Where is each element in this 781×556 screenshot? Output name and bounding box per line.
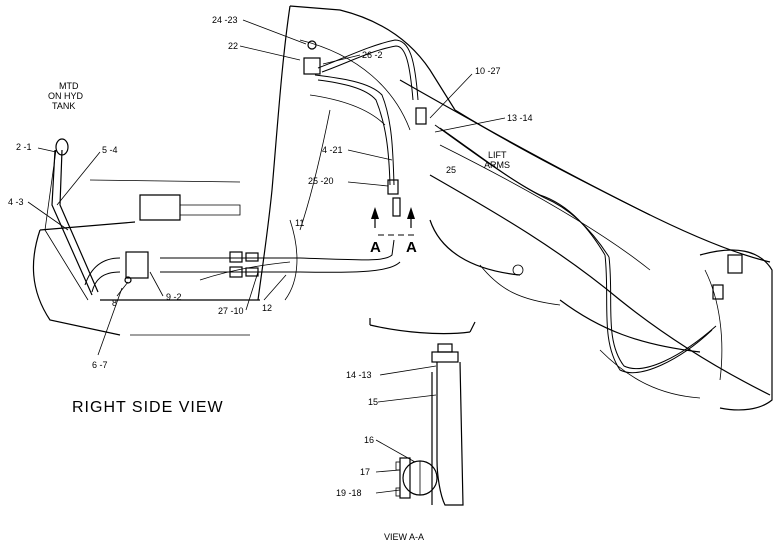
leader-lines xyxy=(27,19,506,494)
callout-17: 17 xyxy=(360,467,370,477)
note-mtd-line3: TANK xyxy=(52,101,75,111)
section-letter-left: A xyxy=(370,239,381,256)
left-valve-block xyxy=(125,251,149,279)
bucket-adapter xyxy=(712,284,724,300)
tank-fitting xyxy=(55,138,69,156)
upper-coupler xyxy=(229,251,243,263)
upper-nut xyxy=(245,252,259,262)
callout-19-18: 19 -18 xyxy=(336,488,362,498)
callout-12: 12 xyxy=(262,303,272,313)
callout-22: 22 xyxy=(228,41,238,51)
callout-2-1: 2 -1 xyxy=(16,142,32,152)
tee-fitting xyxy=(387,179,399,195)
callout-6-7: 6 -7 xyxy=(92,360,108,370)
callout-4-3: 4 -3 xyxy=(8,197,24,207)
tee-adapter xyxy=(392,197,401,217)
callout-16: 16 xyxy=(364,435,374,445)
section-arrow-right xyxy=(407,207,415,219)
note-mtd-line2: ON HYD xyxy=(48,91,84,101)
callout-25: 25 xyxy=(446,165,456,175)
bucket-fitting xyxy=(727,254,743,274)
callout-24-23: 24 -23 xyxy=(212,15,238,25)
top-clamp-fitting xyxy=(307,40,317,50)
note-lift-arms-line1: LIFT xyxy=(488,150,507,160)
machine-outline xyxy=(32,5,773,411)
callout-11: 11 xyxy=(295,218,304,228)
section-marker: A A xyxy=(370,207,417,256)
lift-arm-fitting xyxy=(415,107,427,125)
callout-8: 8 xyxy=(112,298,117,308)
callout-13-14: 13 -14 xyxy=(507,113,533,123)
hydraulic-hoses xyxy=(44,39,717,374)
view-title: RIGHT SIDE VIEW xyxy=(72,399,224,416)
callout-9-2: 9 -2 xyxy=(166,292,182,302)
section-letter-right: A xyxy=(406,239,417,256)
note-lift-arms-line2: ARMS xyxy=(484,160,510,170)
callout-14-13: 14 -13 xyxy=(346,370,372,380)
fittings xyxy=(55,40,743,300)
callout-27-10: 27 -10 xyxy=(218,306,244,316)
callout-25-20: 25 -20 xyxy=(308,176,334,186)
left-valve-plug xyxy=(124,276,132,284)
note-mtd-line1: MTD xyxy=(59,81,79,91)
lower-coupler xyxy=(229,266,243,278)
notes: MTD ON HYD TANK LIFT ARMS RIGHT SIDE VIE… xyxy=(48,81,510,542)
top-valve-fitting xyxy=(303,57,321,75)
section-arrow-left xyxy=(371,207,379,219)
detail-view-bracket xyxy=(395,343,464,506)
callouts: 24 -23 22 26 -2 10 -27 13 -14 4 -21 25 2… xyxy=(8,15,533,498)
callout-26-2: 26 -2 xyxy=(362,50,383,60)
callout-15: 15 xyxy=(368,397,378,407)
callout-5-4: 5 -4 xyxy=(102,145,118,155)
callout-10-27: 10 -27 xyxy=(475,66,501,76)
callout-4-21: 4 -21 xyxy=(322,145,343,155)
detail-title: VIEW A-A xyxy=(384,532,424,542)
